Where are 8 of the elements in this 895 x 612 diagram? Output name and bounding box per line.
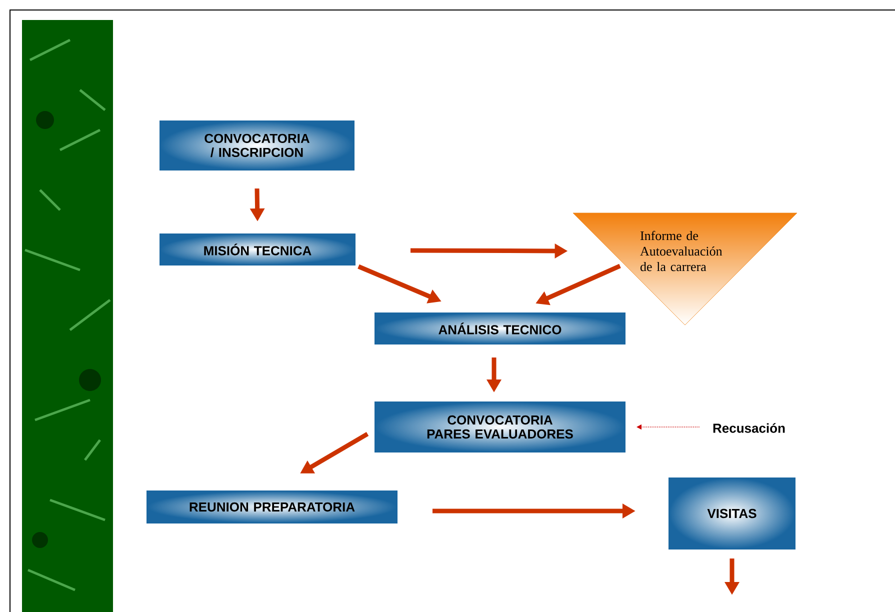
process-box: VISITAS xyxy=(668,478,796,550)
process-box: CONVOCATORIA PARES EVALUADORES xyxy=(374,402,626,452)
note-text: Recusación xyxy=(713,423,785,433)
process-box: MISIÓN TECNICA xyxy=(160,234,356,266)
process-box: CONVOCATORIA / INSCRIPCION xyxy=(160,120,354,170)
document-triangle: Informe de Autoevaluación de la carrera xyxy=(572,212,798,326)
process-box: ANÁLISIS TECNICO xyxy=(374,312,626,344)
process-box: REUNION PREPARATORIA xyxy=(146,490,398,524)
